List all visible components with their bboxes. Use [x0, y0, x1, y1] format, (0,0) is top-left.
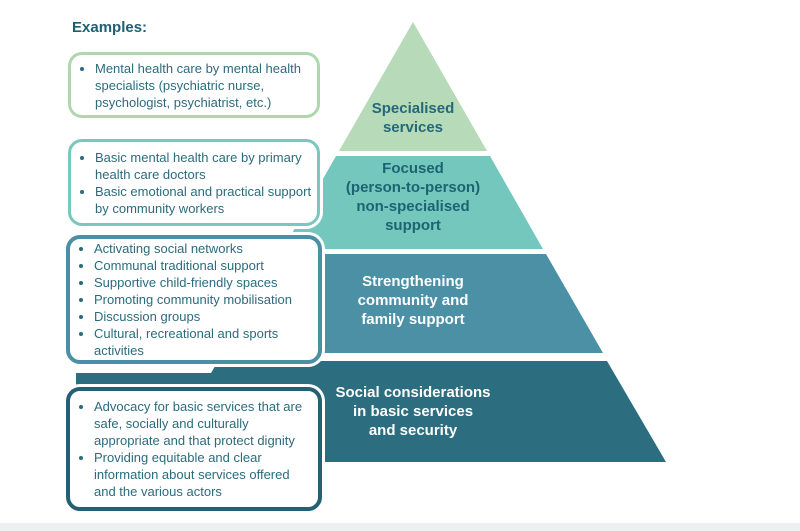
example-item: Basic mental health care by primary heal… — [95, 149, 313, 183]
example-item: Basic emotional and practical support by… — [95, 183, 313, 217]
example-list: Basic mental health care by primary heal… — [71, 145, 317, 221]
example-list: Mental health care by mental health spec… — [71, 56, 317, 115]
example-item: Supportive child-friendly spaces — [94, 274, 314, 291]
example-list: Advocacy for basic services that are saf… — [70, 394, 318, 504]
pyramid-level-2-shape — [283, 156, 543, 249]
example-box-basic-services: Advocacy for basic services that are saf… — [66, 387, 322, 511]
example-box-focused-support: Basic mental health care by primary heal… — [68, 139, 320, 226]
example-item: Activating social networks — [94, 240, 314, 257]
example-item: Advocacy for basic services that are saf… — [94, 398, 314, 449]
example-item: Communal traditional support — [94, 257, 314, 274]
example-item: Cultural, recreational and sports activi… — [94, 325, 314, 359]
pyramid-level-1-shape — [339, 22, 487, 151]
example-item: Discussion groups — [94, 308, 314, 325]
example-item: Promoting community mobilisation — [94, 291, 314, 308]
pyramid-level-2-label: Focused (person-to-person) non-specialis… — [345, 160, 481, 234]
example-box-specialised-services: Mental health care by mental health spec… — [68, 52, 320, 118]
examples-heading: Examples: — [72, 19, 148, 36]
page-bottom-strip — [0, 523, 800, 531]
pyramid-level-3-label: Strengthening community and family suppo… — [357, 273, 469, 328]
example-item: Providing equitable and clear informatio… — [94, 449, 314, 500]
pyramid-level-4-label: Social considerations in basic services … — [335, 384, 491, 439]
example-box-community-support: Activating social networks Communal trad… — [66, 235, 322, 364]
example-list: Activating social networks Communal trad… — [70, 236, 318, 363]
pyramid-level-1-label: Specialised services — [371, 100, 455, 136]
example-item: Mental health care by mental health spec… — [95, 60, 313, 111]
